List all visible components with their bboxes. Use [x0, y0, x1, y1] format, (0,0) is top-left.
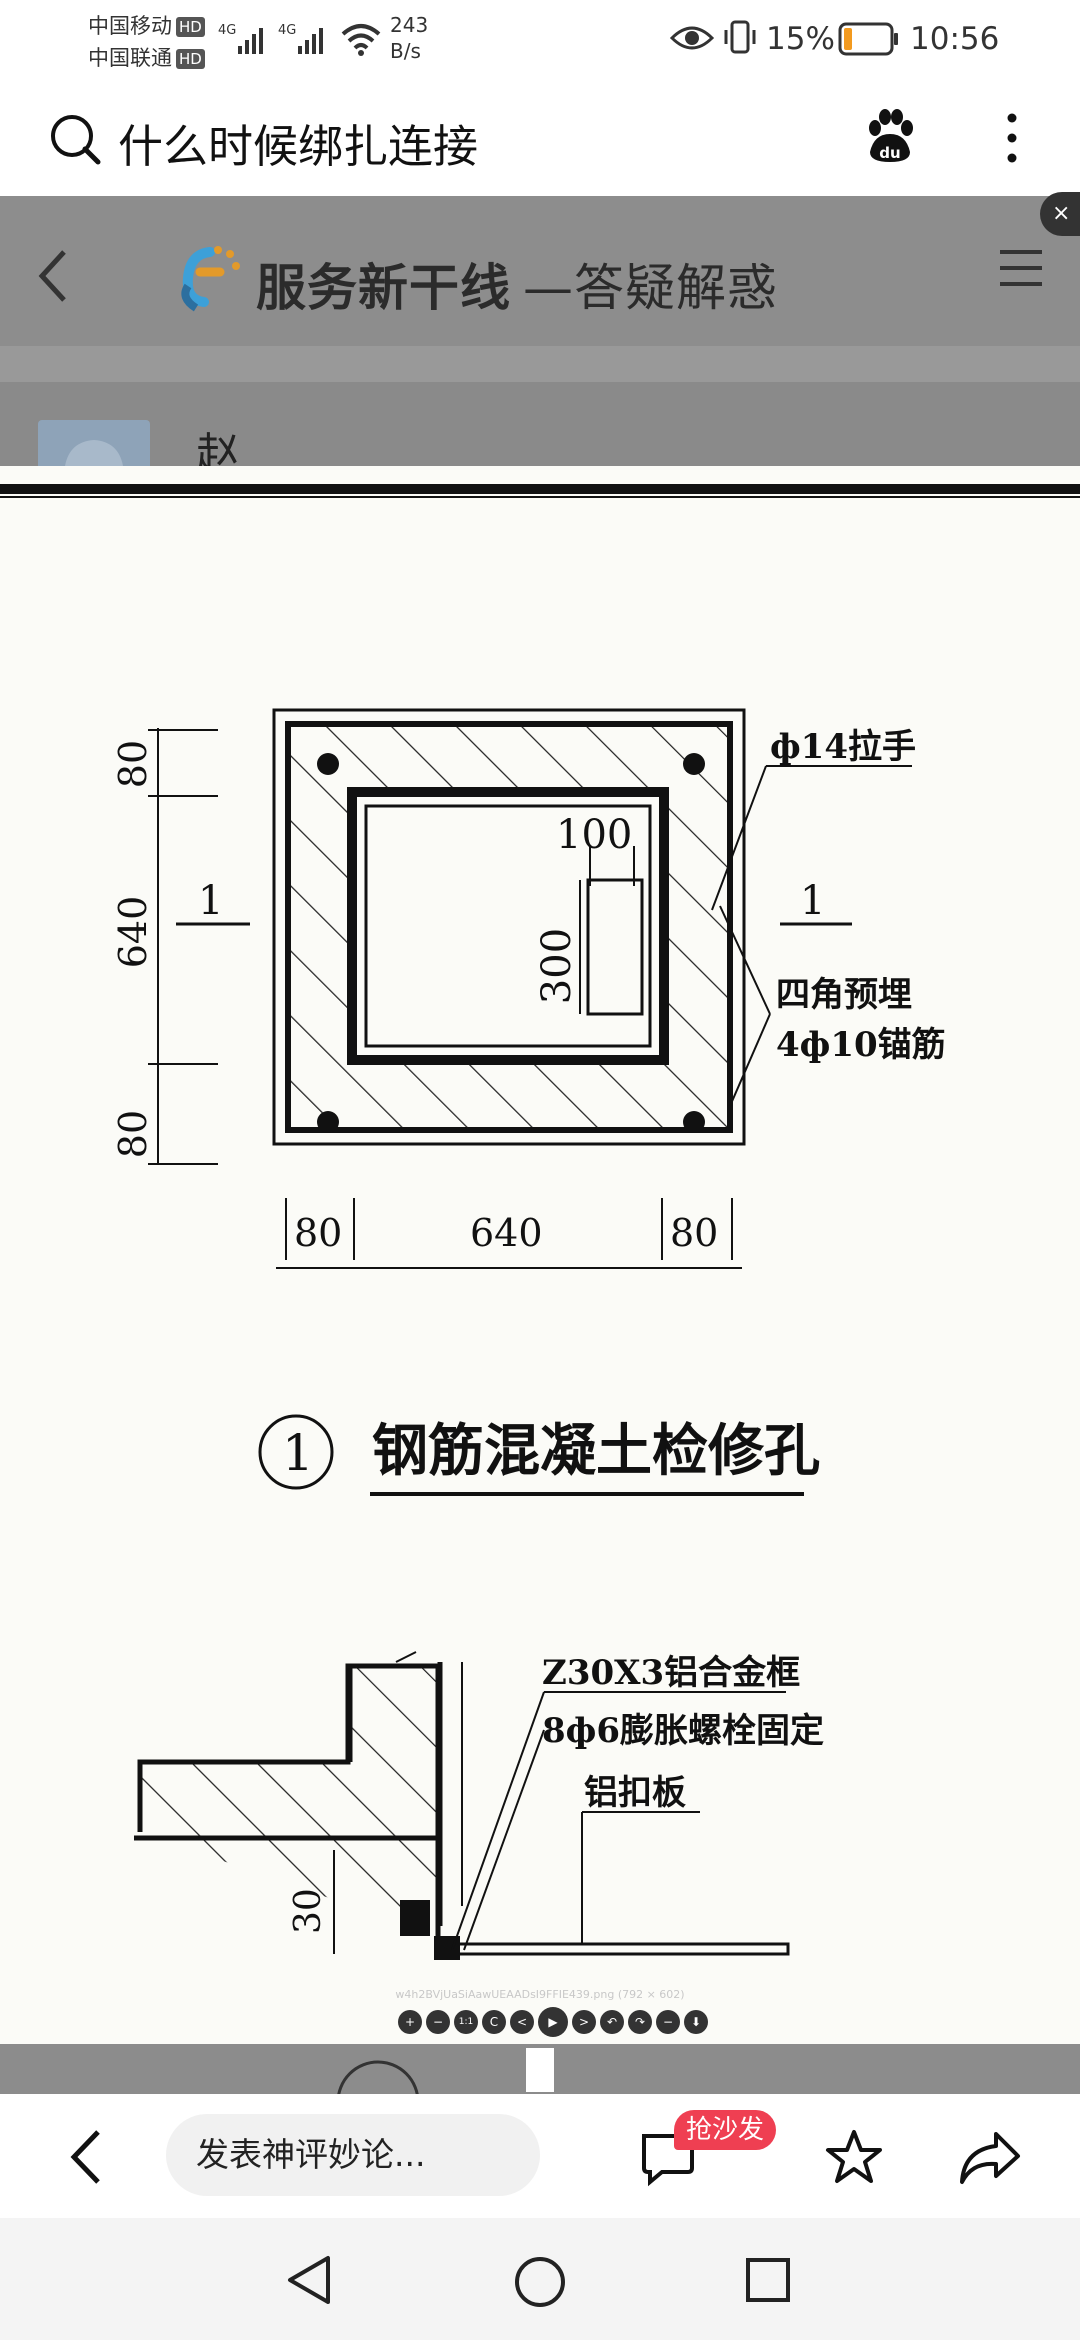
dim-30: 30	[288, 1888, 329, 1934]
fit-button[interactable]: C	[482, 2010, 506, 2034]
label-frame-line1: Z30X3铝合金框	[542, 1653, 800, 1693]
dim-left-640: 640	[111, 896, 155, 969]
sofa-badge: 抢沙发	[674, 2110, 777, 2150]
answer-author-row: 赵	[0, 382, 1080, 466]
eye-icon	[670, 26, 714, 50]
system-nav-bar	[0, 2218, 1080, 2340]
dim-left-80-top: 80	[111, 740, 155, 788]
actual-size-button[interactable]: 1:1	[454, 2010, 478, 2034]
site-logo-text: 服务新干线—答疑解惑	[256, 259, 778, 317]
rotate-left-button[interactable]: ↶	[600, 2010, 624, 2034]
rotate-right-button[interactable]: ↷	[628, 2010, 652, 2034]
comment-bar: 发表神评妙论... 抢沙发	[0, 2094, 1080, 2218]
battery-percent: 15%	[766, 21, 835, 57]
next-detail-circle-icon	[337, 2060, 419, 2094]
viewer-toolbar: + − 1:1 C < ▶ > ↶ ↷ − ⬇	[398, 2007, 708, 2038]
next-image-strip	[0, 2044, 1080, 2094]
section-mark-right: 1	[800, 878, 825, 924]
close-viewer-button[interactable]: −	[656, 2010, 680, 2034]
star-icon[interactable]	[824, 2128, 884, 2188]
baidu-paw-icon[interactable]: du	[862, 108, 918, 164]
clock: 10:56	[910, 21, 1000, 57]
detail-number: 1	[282, 1424, 314, 1482]
hard-hat-icon	[65, 440, 123, 466]
svg-text:4G: 4G	[278, 23, 296, 38]
prev-button[interactable]: <	[510, 2010, 534, 2034]
share-icon[interactable]	[958, 2128, 1022, 2188]
wifi-icon	[341, 24, 381, 56]
back-icon[interactable]	[34, 246, 74, 306]
dim-300: 300	[534, 928, 580, 1004]
vibrate-icon	[724, 20, 756, 54]
nav-back-icon[interactable]	[284, 2254, 334, 2306]
next-button[interactable]: >	[572, 2010, 596, 2034]
menu-icon[interactable]	[998, 248, 1044, 288]
search-query-text[interactable]: 什么时候绑扎连接	[118, 120, 479, 173]
dim-left-80-bottom: 80	[111, 1110, 155, 1158]
avatar	[38, 420, 150, 466]
label-anchor-line1: 四角预埋	[776, 975, 912, 1015]
label-anchor-line2: 4ф10锚筋	[776, 1025, 946, 1065]
construction-drawing: 100 300 80 640 80 1 1 ф14拉手 四角预埋 4ф10锚筋 …	[0, 484, 1080, 1960]
download-button[interactable]: ⬇	[684, 2010, 708, 2034]
dim-bottom-80-right: 80	[670, 1211, 718, 1255]
label-plate: 铝扣板	[584, 1773, 686, 1813]
back-icon[interactable]	[66, 2128, 106, 2186]
label-frame-line2: 8ф6膨胀螺栓固定	[542, 1711, 824, 1751]
more-vert-icon[interactable]	[1000, 110, 1024, 166]
nav-recents-icon[interactable]	[744, 2256, 794, 2306]
detail-title: 钢筋混凝土检修孔	[372, 1418, 820, 1484]
battery-icon	[838, 22, 898, 56]
label-pull-handle: ф14拉手	[770, 727, 916, 767]
dim-bottom-640: 640	[470, 1211, 543, 1255]
signal-icon: 4G 4G	[218, 23, 323, 54]
image-caption: w4h2BVjUaSiAawUEAADsI9FFIE439.png (792 ×…	[395, 1988, 685, 2001]
comment-input[interactable]: 发表神评妙论...	[166, 2114, 540, 2196]
dim-100: 100	[556, 812, 632, 858]
site-logo-icon	[181, 246, 240, 312]
section-mark-left: 1	[198, 878, 223, 924]
search-bar: 什么时候绑扎连接 du	[0, 80, 1080, 196]
web-page-header: 服务新干线—答疑解惑	[0, 196, 1080, 346]
web-page-divider	[0, 346, 1080, 382]
svg-text:4G: 4G	[218, 23, 236, 38]
search-icon[interactable]	[48, 112, 102, 166]
zoom-in-button[interactable]: +	[398, 2010, 422, 2034]
image-viewer[interactable]: 100 300 80 640 80 1 1 ф14拉手 四角预埋 4ф10锚筋 …	[0, 466, 1080, 2044]
svg-text:du: du	[879, 144, 900, 162]
play-button[interactable]: ▶	[538, 2007, 568, 2037]
close-overlay-button[interactable]: ×	[1040, 192, 1080, 236]
scroll-thumb[interactable]	[526, 2048, 554, 2092]
author-name: 赵	[196, 429, 240, 466]
dim-bottom-80-left: 80	[294, 1211, 342, 1255]
nav-home-icon[interactable]	[512, 2254, 568, 2310]
zoom-out-button[interactable]: −	[426, 2010, 450, 2034]
